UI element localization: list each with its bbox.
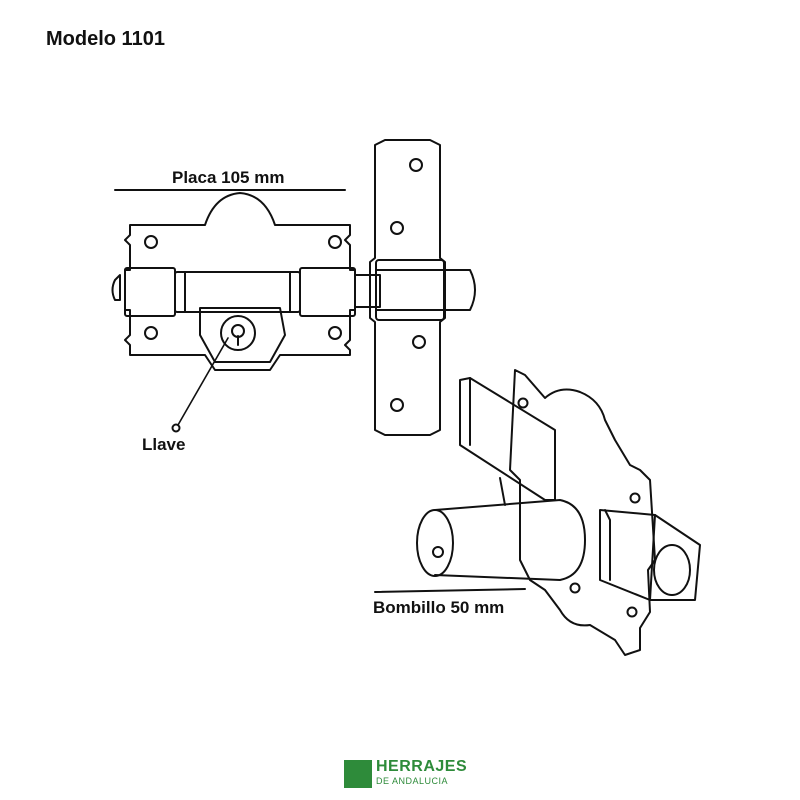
llave-dot xyxy=(171,423,181,433)
bombillo-label: Bombillo 50 mm xyxy=(373,598,505,617)
bolt-bar xyxy=(111,267,381,317)
placa-label: Placa 105 mm xyxy=(172,168,285,187)
logo-subtitle: DE ANDALUCIA xyxy=(376,776,449,786)
perspective-lock xyxy=(416,369,701,656)
key-cylinder-front xyxy=(199,307,286,363)
logo-mark-icon xyxy=(344,760,372,788)
llave-label: Llave xyxy=(142,435,186,454)
llave-leader xyxy=(177,337,229,426)
front-plate xyxy=(124,192,356,371)
strike-plate xyxy=(369,139,476,436)
page-title: Modelo 1101 xyxy=(46,28,165,50)
bombillo-dimension-line xyxy=(374,588,526,593)
brand-logo: HERRAJES DE ANDALUCIA xyxy=(344,758,468,790)
logo-name: HERRAJES xyxy=(376,758,468,775)
